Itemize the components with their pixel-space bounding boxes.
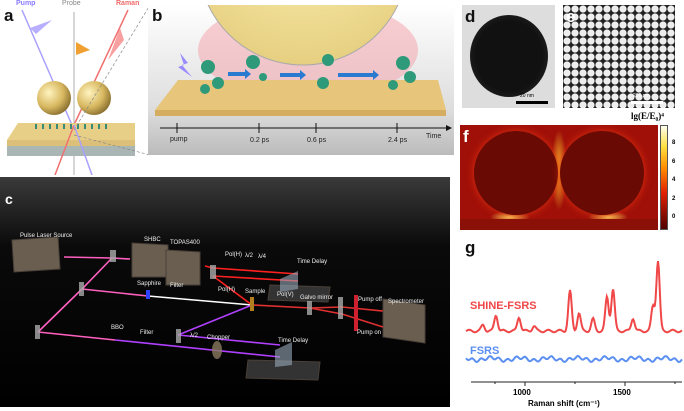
spectrometer-box — [382, 298, 426, 344]
x-tick-label: 1000 — [513, 388, 531, 397]
tick: 6 — [672, 158, 676, 165]
raman-pulse — [108, 28, 124, 60]
time-axis-label: Time — [426, 133, 442, 140]
quarter-wave-label: λ/4 — [258, 254, 267, 260]
shbc-label: SHBC — [144, 237, 161, 243]
colorbar-ticks: 8 6 4 2 0 — [672, 134, 675, 227]
probe-spectrum — [76, 42, 90, 55]
laser-box — [11, 236, 61, 273]
substrate — [155, 80, 446, 110]
colorbar — [660, 125, 668, 230]
panel-b-illustration — [155, 5, 452, 133]
pump-label: Pump — [16, 0, 36, 7]
x-tick-label: 1500 — [613, 388, 631, 397]
panel-e-label: e — [566, 7, 576, 26]
legend-shine-fsrs: SHINE-FSRS — [470, 300, 537, 312]
panel-d-label: d — [465, 7, 476, 26]
pump-off-label: Pump off — [358, 297, 382, 303]
pol-h1-label: Pol(H) — [225, 252, 243, 258]
scale-label: 200 nm — [633, 93, 650, 99]
topas-label: TOPAS400 — [170, 240, 200, 246]
optical-setup — [11, 236, 426, 381]
nanoparticle — [37, 81, 71, 115]
sample-label: Sample — [245, 289, 266, 295]
nanoparticle — [77, 81, 111, 115]
bbo-label: BBO — [111, 325, 124, 331]
tick-2.4ps: 2.4 ps — [388, 137, 408, 144]
colorbar-title: lg(E/E₀)⁴ — [631, 111, 664, 121]
probe-label: Probe — [62, 0, 81, 7]
shbc-box — [131, 242, 169, 278]
time-delay2-label: Time Delay — [278, 338, 309, 344]
legend-fsrs: FSRS — [470, 345, 500, 357]
panel-a-label: a — [4, 6, 14, 25]
filter1-label: Filter — [170, 283, 184, 289]
scale-bar — [631, 101, 663, 104]
tick: 2 — [672, 195, 676, 202]
x-axis-label: Raman shift (cm⁻¹) — [528, 399, 600, 408]
panel-b-label: b — [152, 6, 163, 25]
panel-c-label: c — [5, 191, 13, 207]
tick: 4 — [672, 177, 676, 184]
particle-left — [474, 131, 558, 215]
pump-on-label: Pump on — [357, 330, 382, 336]
filter2-label: Filter — [140, 330, 154, 336]
scale-label: 20 nm — [520, 93, 534, 99]
panel-b: b pump 0.2 ps 0.6 ps 2.4 ps Time — [148, 5, 454, 155]
particle-right — [560, 131, 644, 215]
pol-v-label: Pol(V) — [277, 292, 294, 298]
panel-f-label: f — [463, 127, 469, 146]
scale-bar — [516, 101, 548, 104]
time-delay1-label: Time Delay — [297, 259, 328, 265]
pump-pulse — [30, 20, 52, 34]
nanoparticle — [470, 15, 548, 97]
spectrometer-label: Spectrometer — [388, 299, 425, 305]
tick: 0 — [672, 214, 676, 221]
half-wave2-label: λ/2 — [190, 333, 199, 339]
series-shine-fsrs — [465, 260, 683, 334]
panel-d-tem-image: d 20 nm — [462, 5, 555, 108]
laser-label: Pulse Laser Source — [20, 233, 73, 239]
raman-label: Raman — [116, 0, 140, 7]
panel-g-label: g — [465, 238, 476, 257]
tick-pump: pump — [170, 136, 188, 143]
arrows — [228, 69, 379, 80]
lightning-icon — [178, 53, 192, 77]
half-wave1-label: λ/2 — [245, 253, 254, 259]
tick: 8 — [672, 140, 676, 146]
tick-0.6ps: 0.6 ps — [307, 137, 327, 144]
sapphire-label: Sapphire — [137, 281, 162, 287]
chopper-label: Chopper — [207, 335, 231, 341]
gold-nanoparticle — [207, 5, 399, 66]
tick-0.2ps: 0.2 ps — [250, 137, 270, 144]
molecules — [200, 54, 416, 94]
panel-f-field-map: f — [460, 125, 658, 230]
pol-h2-label: Pol(H) — [218, 287, 236, 293]
topas-box — [165, 249, 201, 286]
panel-c: c Pulse Laser Source SHBC TOPAS400 Pol(H… — [0, 177, 450, 407]
panel-a-illustration — [7, 4, 150, 175]
galvo-label: Galvo mirror — [300, 295, 334, 301]
panel-e-sem-image: e 200 nm — [563, 5, 675, 108]
